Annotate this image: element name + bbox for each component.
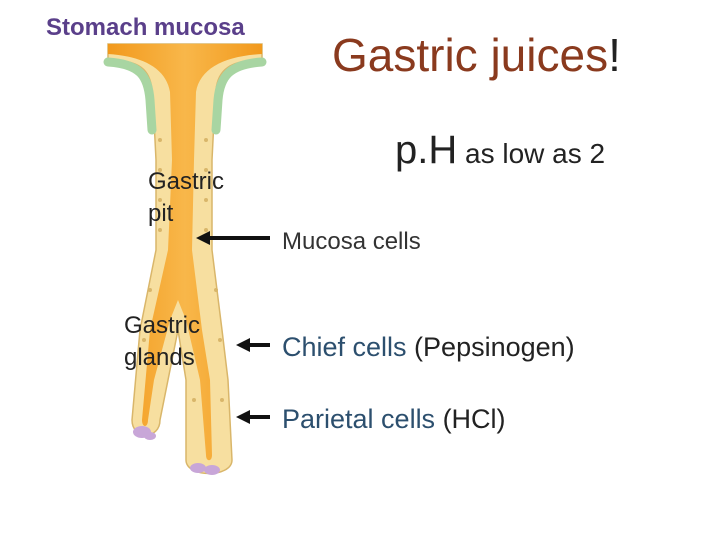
- arrow-chief: [236, 338, 270, 352]
- gastric-pit-line1: Gastric: [148, 168, 225, 195]
- ph-statement: p.H as low as 2: [395, 128, 605, 173]
- mucosa-cells-label: Mucosa cells: [282, 228, 421, 255]
- gastric-glands-line2: glands: [124, 344, 195, 371]
- chief-cells-product: (Pepsinogen): [406, 332, 575, 362]
- parietal-cells-name: Parietal cells: [282, 404, 436, 434]
- gastric-glands-line1: Gastric: [124, 312, 201, 339]
- ph-rest: as low as 2: [457, 138, 606, 169]
- parietal-cells: [133, 426, 220, 475]
- parietal-cells-label: Parietal cells (HCl): [282, 404, 506, 435]
- cell-dots: [142, 138, 224, 402]
- stomach-mucosa-label: Stomach mucosa: [46, 14, 245, 41]
- ph-lead: p.H: [395, 128, 458, 172]
- arrow-mucosa: [196, 231, 270, 245]
- gastric-pit-line2: pit: [148, 200, 174, 227]
- arrow-parietal: [236, 410, 270, 424]
- gastric-glands-label: Gastric glands: [124, 310, 200, 374]
- parietal-cells-product: (HCl): [435, 404, 506, 434]
- pit-lumen: [108, 44, 262, 461]
- surface-epithelium: [103, 57, 157, 135]
- chief-cells-name: Chief cells: [282, 332, 407, 362]
- chief-cells-label: Chief cells (Pepsinogen): [282, 332, 575, 363]
- title-exclamation: !: [608, 29, 621, 81]
- title-text: Gastric juices: [332, 29, 609, 81]
- gastric-pit-label: Gastric pit: [148, 166, 224, 230]
- surface-epithelium-right: [211, 57, 267, 135]
- slide-title: Gastric juices!: [332, 28, 621, 82]
